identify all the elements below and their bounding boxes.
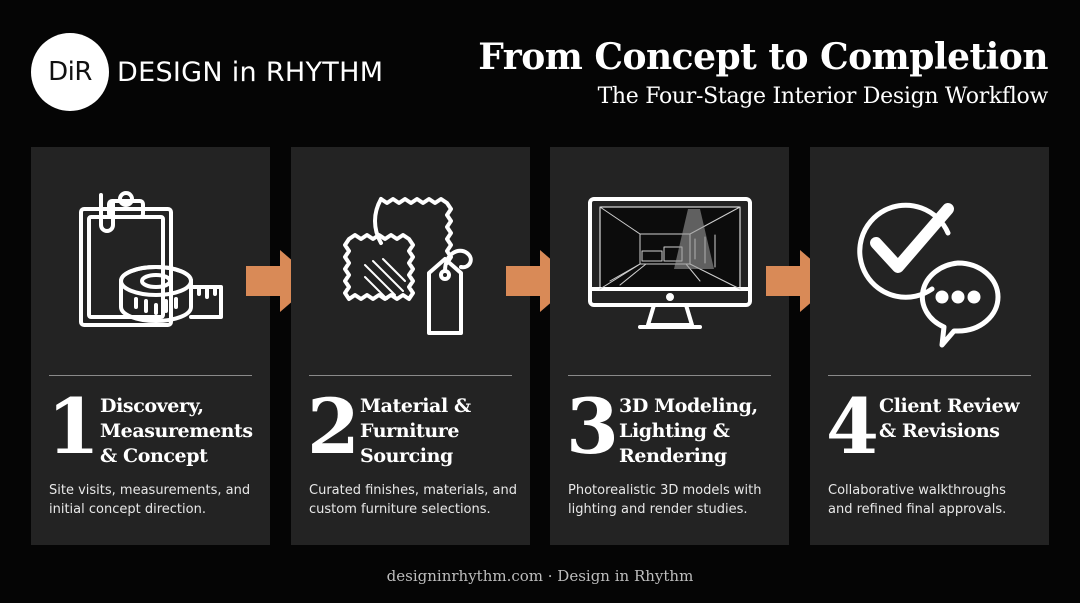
arrow-right-icon: [766, 250, 836, 312]
stage-card-2: 2 Material & Furniture Sourcing Curated …: [291, 147, 530, 545]
stage-title-line: Sourcing: [360, 445, 453, 467]
stage-number: 4: [826, 382, 879, 471]
brand-name: DESIGN in RHYTHM: [117, 56, 384, 88]
stage-title-line: Lighting &: [619, 420, 730, 442]
stage-title-line: & Concept: [100, 445, 208, 467]
logo-mark: DiR: [31, 33, 109, 111]
page-subtitle: The Four-Stage Interior Design Workflow: [597, 84, 1049, 109]
stage-title: 3D Modeling, Lighting & Rendering: [619, 394, 758, 469]
stage-title-line: Rendering: [619, 445, 727, 467]
footer-text: designinrhythm.com · Design in Rhythm: [386, 567, 694, 585]
clipboard-tape-measure-icon: [79, 191, 223, 327]
stage-card-3: 3 3D Modeling, Lighting & Rendering Phot…: [550, 147, 789, 545]
stage-description-line: custom furniture selections.: [309, 502, 491, 517]
stage-title-line: & Revisions: [879, 420, 1000, 442]
stage-title-line: Measurements: [100, 420, 253, 442]
stage-title: Discovery, Measurements & Concept: [100, 394, 253, 469]
stage-card-4: 4 Client Review & Revisions Collaborativ…: [810, 147, 1049, 545]
logo: DiR DESIGN in RHYTHM: [31, 33, 383, 111]
arrow-right-icon: [506, 250, 576, 312]
stage-description: Photorealistic 3D models with lighting a…: [568, 481, 761, 519]
stage-description-line: Photorealistic 3D models with: [568, 483, 762, 498]
page-title: From Concept to Completion: [478, 36, 1048, 78]
stage-description: Collaborative walkthroughs and refined f…: [828, 481, 1006, 519]
stage-title-line: Discovery,: [100, 395, 204, 417]
stage-description-line: initial concept direction.: [49, 502, 206, 517]
stage-description-line: Collaborative walkthroughs: [828, 483, 1006, 498]
stage-number: 1: [47, 382, 100, 471]
card-divider: [49, 375, 252, 376]
card-divider: [828, 375, 1031, 376]
stage-number: 2: [307, 382, 360, 471]
fabric-swatch-tag-icon: [343, 197, 473, 335]
stage-description-line: Site visits, measurements, and: [49, 483, 251, 498]
stage-title: Client Review & Revisions: [879, 394, 1020, 444]
checkmark-chat-icon: [857, 202, 1001, 348]
stage-title-line: Client Review: [879, 395, 1020, 417]
stage-description: Site visits, measurements, and initial c…: [49, 481, 250, 519]
stage-description-line: Curated finishes, materials, and: [309, 483, 517, 498]
stage-title-line: Furniture: [360, 420, 460, 442]
stage-card-1: 1 Discovery, Measurements & Concept Site…: [31, 147, 270, 545]
monitor-render-icon: [588, 197, 752, 329]
stage-description: Curated finishes, materials, and custom …: [309, 481, 517, 519]
stage-description-line: lighting and render studies.: [568, 502, 748, 517]
arrow-right-icon: [246, 250, 316, 312]
stage-title-line: 3D Modeling,: [619, 395, 758, 417]
stage-title: Material & Furniture Sourcing: [360, 394, 471, 469]
card-divider: [568, 375, 771, 376]
stage-description-line: and refined final approvals.: [828, 502, 1007, 517]
stage-number: 3: [566, 382, 619, 471]
card-divider: [309, 375, 512, 376]
stage-title-line: Material &: [360, 395, 471, 417]
